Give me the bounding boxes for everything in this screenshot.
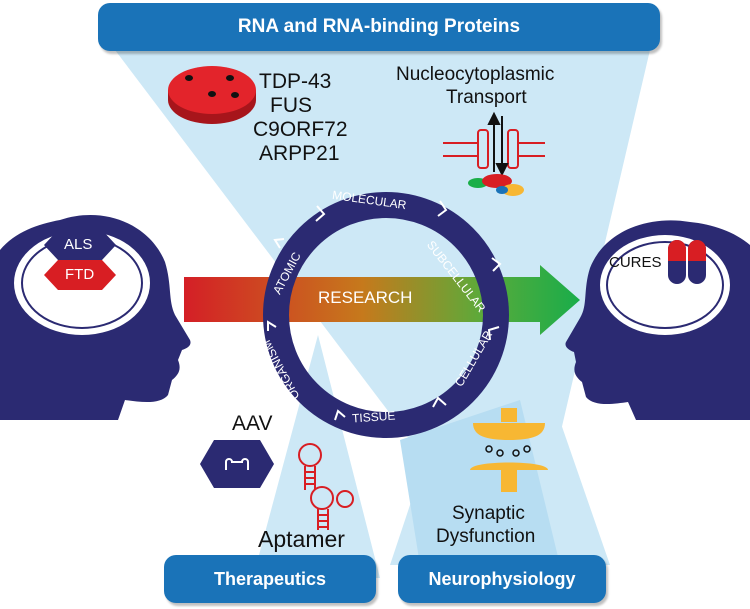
aptamer-label: Aptamer — [258, 526, 345, 552]
cargo-blobs-icon — [468, 174, 524, 196]
transport-label-line1: Nucleocytoplasmic — [396, 64, 555, 85]
synaptic-label-line2: Dysfunction — [436, 526, 536, 547]
top-banner-label: RNA and RNA-binding Proteins — [237, 16, 521, 37]
aav-capsid-icon — [200, 440, 274, 488]
protein-tdp43: TDP-43 — [259, 70, 332, 93]
als-hexagon — [44, 230, 116, 260]
therapeutics-banner: Therapeutics — [164, 555, 376, 603]
bottom-right-funnel-inner — [400, 400, 560, 565]
protein-arpp21: ARPP21 — [259, 142, 340, 165]
protein-c9orf72: C9ORF72 — [253, 118, 348, 141]
aav-label: AAV — [232, 412, 273, 435]
als-label: ALS — [64, 236, 93, 253]
aptamer-icon — [298, 443, 354, 530]
right-brain — [600, 235, 730, 335]
neurophysiology-banner-label: Neurophysiology — [428, 568, 576, 589]
synapse-icon — [470, 408, 548, 492]
research-label: RESEARCH — [318, 288, 413, 307]
right-brain-inner — [606, 241, 724, 329]
synaptic-label-line1: Synaptic — [452, 503, 525, 524]
transport-arrows — [487, 111, 509, 177]
nuclear-pore-icon — [443, 129, 545, 169]
top-banner: RNA and RNA-binding Proteins — [98, 3, 660, 51]
transport-label-line2: Transport — [446, 87, 527, 108]
cures-label: CURES — [609, 254, 662, 271]
ftd-hexagon — [44, 260, 116, 290]
ring-chevrons — [267, 200, 502, 421]
capsule-icon — [668, 240, 706, 284]
protein-disc-icon — [168, 66, 256, 124]
ftd-label: FTD — [65, 266, 95, 283]
neurophysiology-banner: Neurophysiology — [398, 555, 606, 603]
scale-ring — [263, 192, 509, 438]
protein-fus: FUS — [270, 94, 312, 117]
therapeutics-banner-label: Therapeutics — [213, 568, 327, 589]
